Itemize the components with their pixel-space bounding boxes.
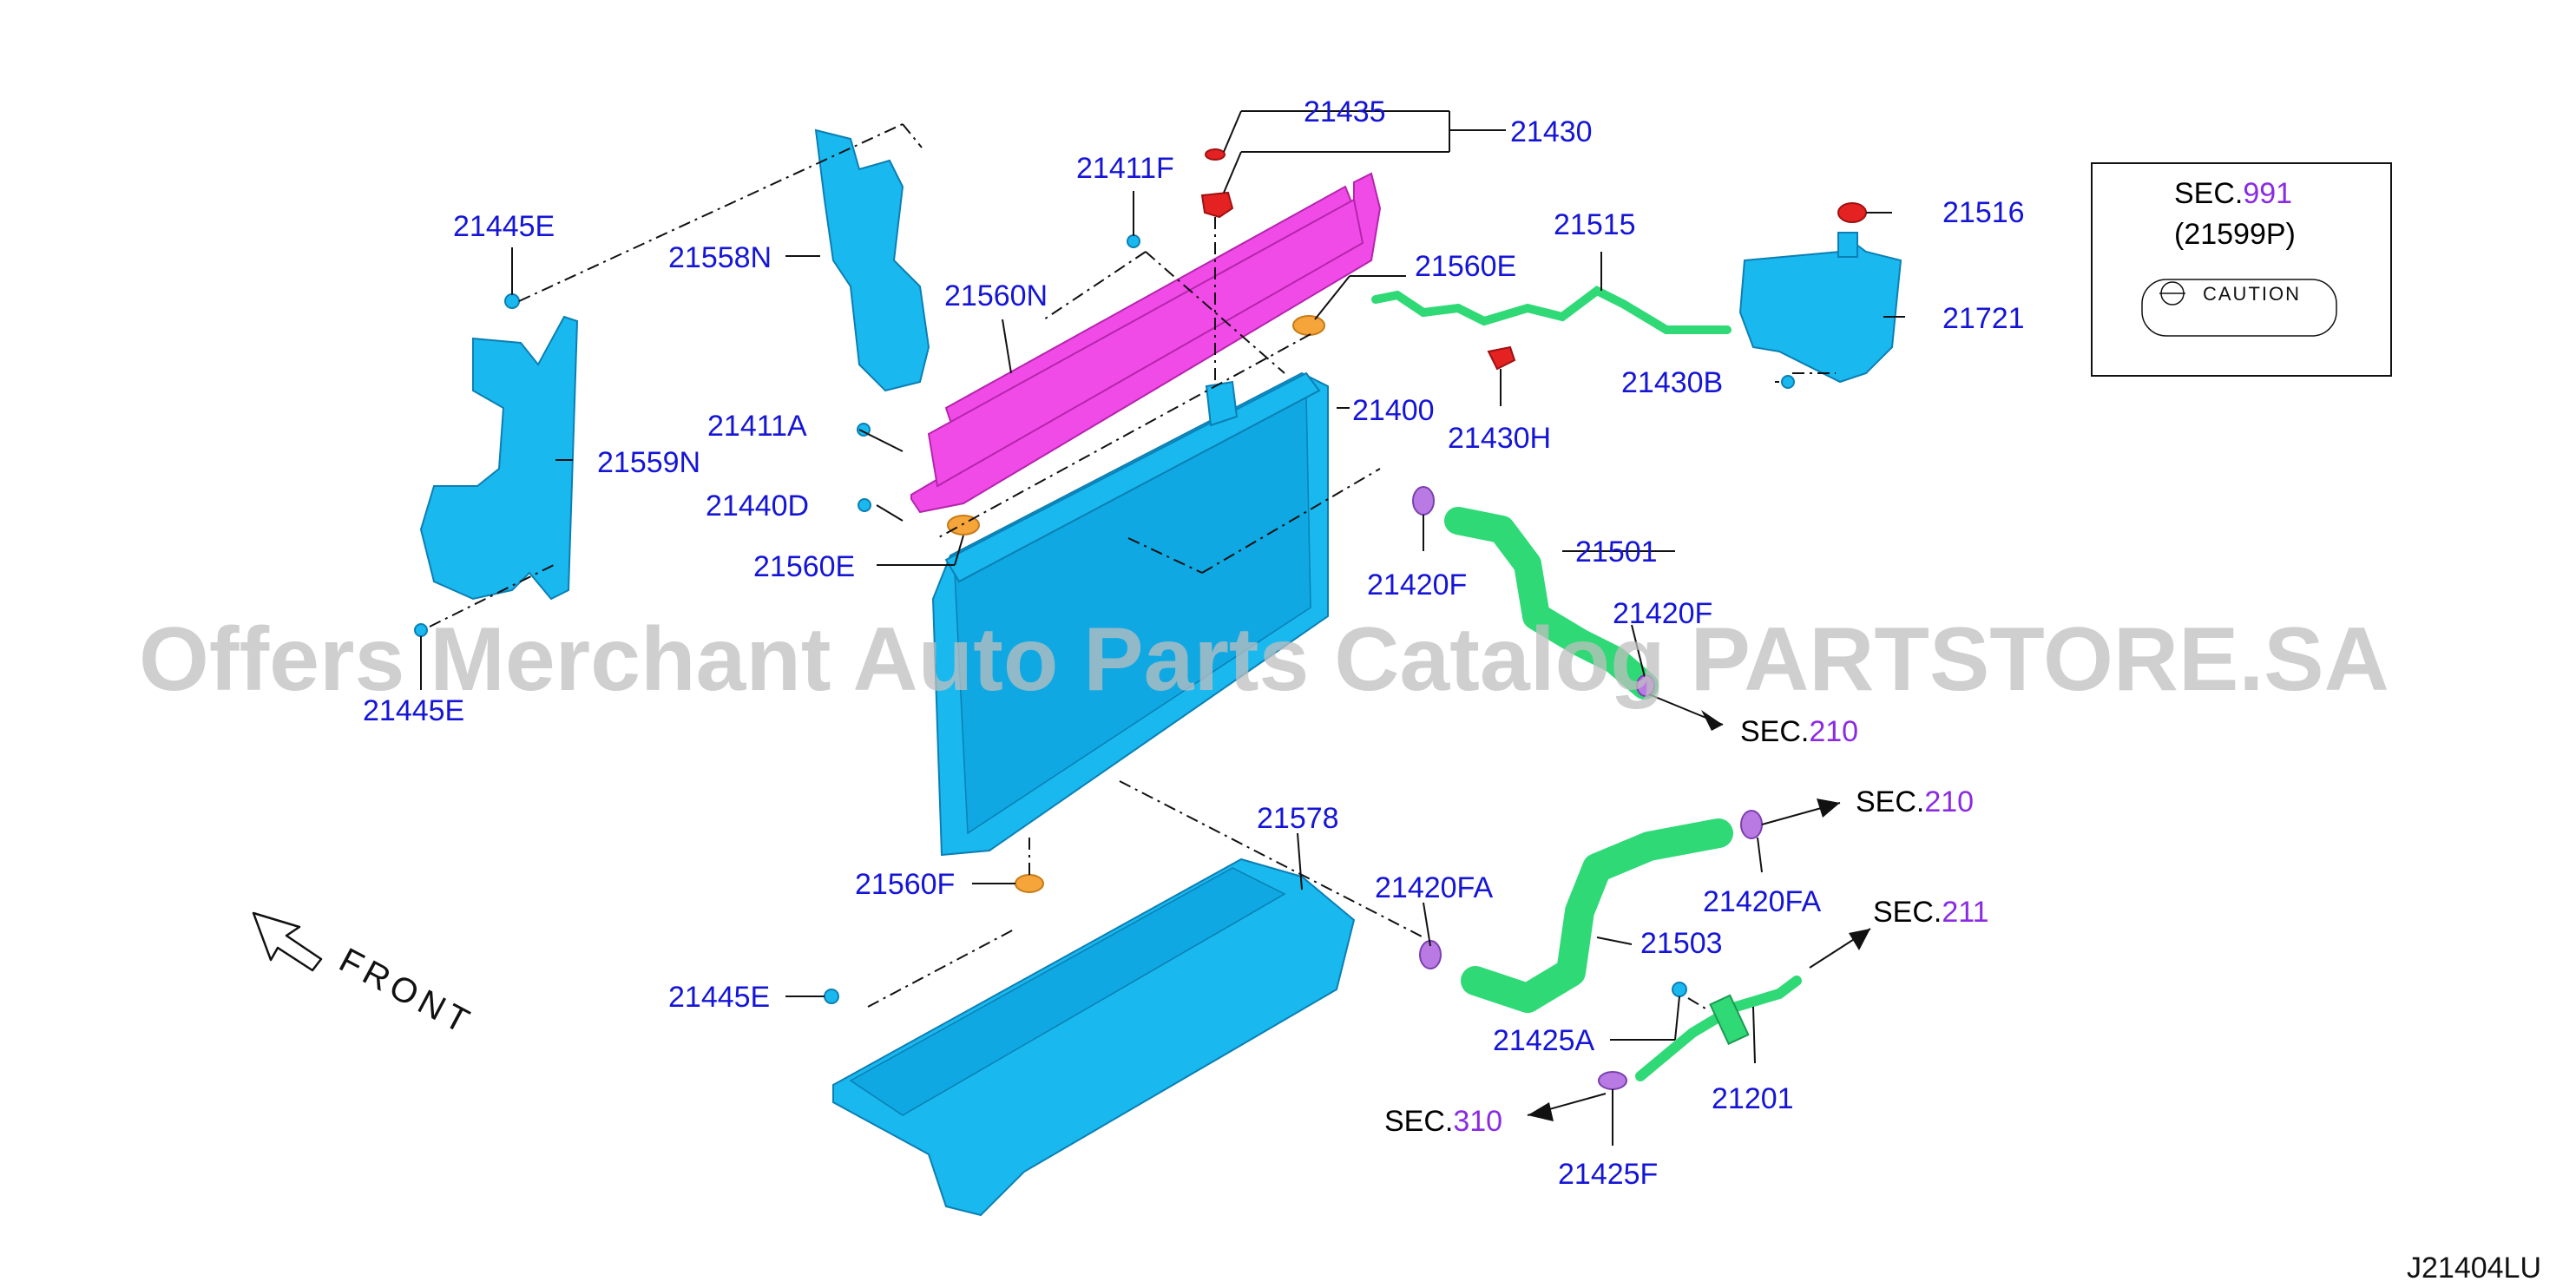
clamp-21420fa-right xyxy=(1740,810,1763,839)
label-21559n: 21559N xyxy=(597,446,700,479)
section-ref-210-upper: SEC.210 xyxy=(1740,715,1858,748)
caution-part-number: (21599P) xyxy=(2174,218,2296,251)
upper-support-21560n-face xyxy=(927,198,1364,488)
label-21420fa-right: 21420FA xyxy=(1703,885,1821,918)
reservoir-tank-21721 xyxy=(1738,237,1902,384)
label-21440d: 21440D xyxy=(706,490,809,522)
bolt-21411f xyxy=(1127,234,1140,248)
label-21430b: 21430B xyxy=(1621,366,1723,399)
front-arrow-icon xyxy=(252,911,323,972)
leader-lines xyxy=(420,110,1905,1146)
caution-label: CAUTION xyxy=(2203,283,2301,305)
caution-box: SEC.991 (21599P) CAUTION xyxy=(2091,162,2392,377)
section-ref-310: SEC.310 xyxy=(1384,1105,1502,1138)
section-ref-211: SEC.211 xyxy=(1873,896,1989,929)
label-21560e-top: 21560E xyxy=(1415,250,1516,283)
label-21411f: 21411F xyxy=(1076,152,1174,185)
lower-hose-21503 xyxy=(1461,818,1733,1013)
front-indicator: FRONT xyxy=(252,911,480,1043)
radiator-21400-top-tank xyxy=(944,371,1321,583)
label-21420f-right: 21420F xyxy=(1613,597,1712,630)
label-21445e-left: 21445E xyxy=(363,694,464,727)
label-21425f: 21425F xyxy=(1558,1158,1658,1191)
label-21201: 21201 xyxy=(1712,1082,1794,1115)
label-21430h: 21430H xyxy=(1448,422,1551,455)
label-21420fa-left: 21420FA xyxy=(1375,871,1493,904)
clamp-21420f-left xyxy=(1412,486,1435,516)
diagram-id: J21404LU xyxy=(2407,1252,2541,1285)
label-21435: 21435 xyxy=(1304,95,1386,128)
label-21425a: 21425A xyxy=(1493,1024,1595,1057)
bolt-21425a xyxy=(1672,982,1687,997)
label-21558n: 21558N xyxy=(668,241,772,274)
water-outlet-21201 xyxy=(1635,976,1802,1081)
water-outlet-21201-body xyxy=(1709,994,1750,1046)
label-21420f-left: 21420F xyxy=(1367,568,1467,601)
bolt-21430b xyxy=(1781,375,1795,389)
seal-21560e-top xyxy=(1292,315,1325,336)
hose-clip-21430h xyxy=(1487,345,1516,371)
label-21430: 21430 xyxy=(1510,115,1593,148)
air-guide-21558n xyxy=(814,128,930,392)
watermark: Offers Merchant Auto Parts Catalog PARTS… xyxy=(139,609,2389,710)
label-21445e-top: 21445E xyxy=(453,210,555,243)
label-21501: 21501 xyxy=(1575,536,1658,568)
label-21503: 21503 xyxy=(1640,927,1723,960)
lower-deflector-21578-top xyxy=(849,867,1286,1116)
radiator-cap-21430 xyxy=(1200,191,1234,219)
cap-seal-21435 xyxy=(1205,148,1226,161)
front-label: FRONT xyxy=(333,941,480,1043)
label-21516: 21516 xyxy=(1942,196,2025,229)
clip-21445e-top xyxy=(504,293,520,309)
radiator-filler-neck xyxy=(1205,380,1239,427)
clip-21445e-bottom xyxy=(824,989,839,1004)
reservoir-cap-21516 xyxy=(1837,202,1867,223)
clamp-21425f xyxy=(1598,1071,1627,1090)
dash-lines xyxy=(429,123,1836,1012)
label-21445e-bottom: 21445E xyxy=(668,981,770,1014)
label-21560f: 21560F xyxy=(855,868,955,901)
air-guide-21559n xyxy=(419,315,579,601)
lower-deflector-21578 xyxy=(832,858,1356,1217)
section-arrows xyxy=(1527,693,1871,1121)
label-21721: 21721 xyxy=(1942,302,2025,335)
label-21411a: 21411A xyxy=(707,410,807,443)
label-21578: 21578 xyxy=(1257,802,1339,835)
caution-sec-ref: SEC.991 xyxy=(2174,177,2292,210)
label-21560e-left: 21560E xyxy=(753,550,855,583)
reservoir-neck xyxy=(1837,232,1858,258)
label-21560n: 21560N xyxy=(944,279,1048,312)
label-21515: 21515 xyxy=(1554,208,1636,241)
reservoir-hose-21515 xyxy=(1371,286,1732,334)
seal-21560f xyxy=(1015,874,1044,893)
bolt-21440d xyxy=(858,498,871,512)
clamp-21420f-right xyxy=(1636,674,1655,697)
upper-hose-21501 xyxy=(1444,507,1659,700)
label-21400: 21400 xyxy=(1352,394,1435,427)
section-ref-210-lower: SEC.210 xyxy=(1856,785,1974,818)
